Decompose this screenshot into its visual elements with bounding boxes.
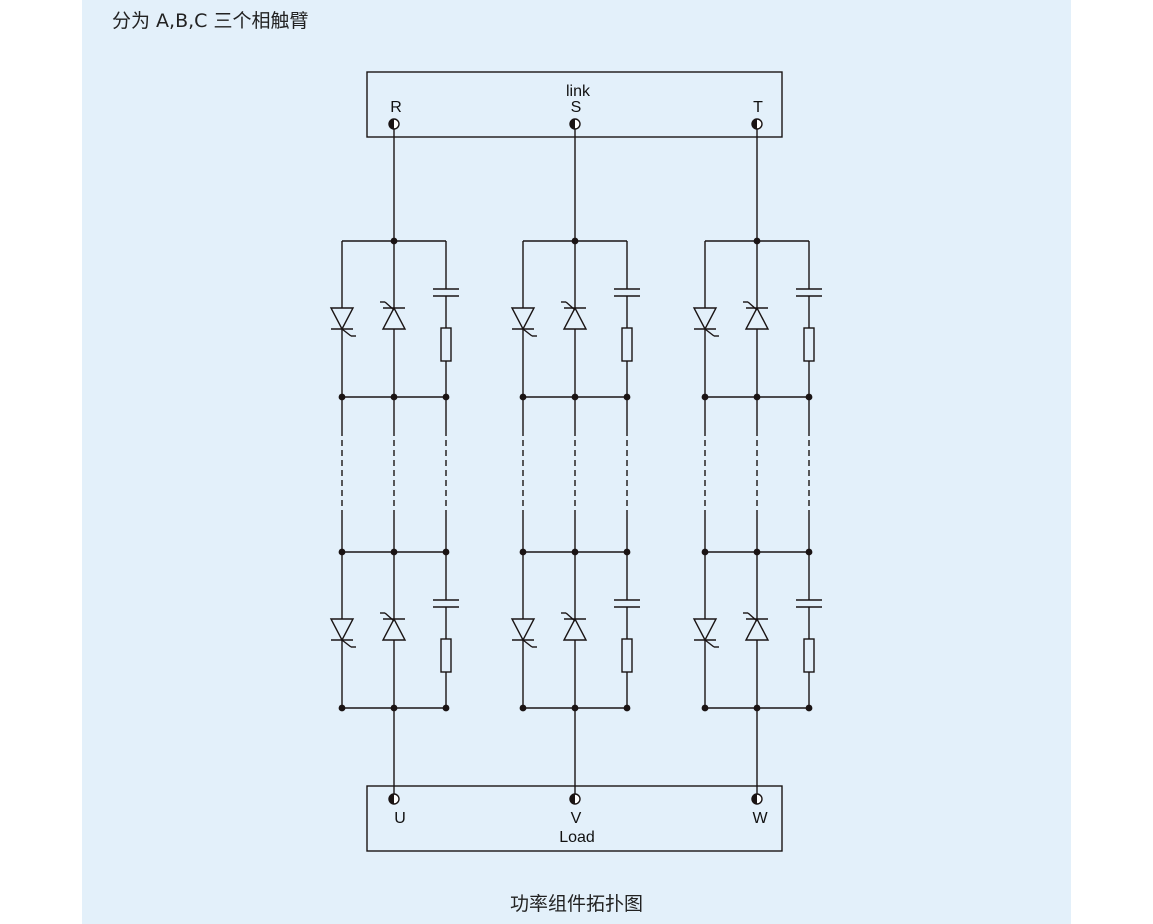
terminal-fill — [570, 119, 575, 129]
thyristor-gate — [384, 612, 395, 622]
diode-triangle — [692, 618, 718, 642]
thyristor-gate — [747, 301, 758, 311]
thyristor-gate — [565, 612, 576, 622]
capacitor-icon — [614, 288, 640, 297]
terminal-label-t: T — [753, 99, 763, 116]
diode-tail — [522, 328, 533, 337]
phase-arm-b — [510, 118, 640, 805]
diode-icon — [510, 307, 537, 337]
junction-dot — [338, 704, 346, 712]
resistor-icon — [803, 638, 815, 673]
thyristor-triangle — [744, 306, 770, 330]
capacitor-icon — [433, 599, 459, 608]
thyristor-icon — [561, 612, 588, 641]
thyristor-gate — [747, 612, 758, 622]
terminal-fill — [752, 119, 757, 129]
diode-triangle — [329, 307, 355, 331]
thyristor-triangle — [744, 617, 770, 641]
diode-tail — [341, 328, 352, 337]
diode-tail — [522, 639, 533, 648]
diagram-panel — [82, 0, 1071, 924]
diode-icon — [329, 307, 356, 337]
terminal-label-u: U — [394, 810, 406, 827]
diode-tail — [704, 328, 715, 337]
thyristor-triangle — [562, 617, 588, 641]
junction-dot — [701, 704, 709, 712]
terminal-fill — [389, 119, 394, 129]
phase-arm-c — [692, 118, 822, 805]
terminal-icon — [388, 793, 400, 805]
thyristor-icon — [743, 301, 770, 330]
thyristor-gate — [565, 301, 576, 311]
terminal-label-v: V — [571, 810, 582, 827]
terminal-icon — [751, 118, 763, 130]
capacitor-icon — [796, 288, 822, 297]
terminal-fill — [752, 794, 757, 804]
terminal-label-s: S — [571, 99, 582, 116]
junction-dot — [805, 704, 813, 712]
thyristor-triangle — [562, 306, 588, 330]
diode-triangle — [510, 618, 536, 642]
diode-tail — [704, 639, 715, 648]
resistor-icon — [621, 327, 633, 362]
diode-triangle — [692, 307, 718, 331]
thyristor-gate — [384, 301, 395, 311]
terminal-fill — [570, 794, 575, 804]
phase-arm-a — [329, 118, 459, 805]
terminal-fill — [389, 794, 394, 804]
resistor-icon — [440, 638, 452, 673]
thyristor-icon — [380, 301, 407, 330]
diode-triangle — [329, 618, 355, 642]
thyristor-triangle — [381, 306, 407, 330]
terminal-icon — [569, 793, 581, 805]
resistor-icon — [803, 327, 815, 362]
capacitor-icon — [614, 599, 640, 608]
thyristor-triangle — [381, 617, 407, 641]
resistor-icon — [440, 327, 452, 362]
diode-icon — [510, 618, 537, 648]
junction-dot — [519, 704, 527, 712]
load-label: Load — [559, 829, 595, 846]
junction-dot — [571, 237, 579, 245]
junction-dot — [442, 704, 450, 712]
junction-dot — [390, 237, 398, 245]
thyristor-icon — [380, 612, 407, 641]
figure-caption: 功率组件拓扑图 — [509, 893, 643, 915]
thyristor-icon — [743, 612, 770, 641]
link-label: link — [566, 83, 591, 100]
thyristor-icon — [561, 301, 588, 330]
diode-icon — [692, 618, 719, 648]
diode-icon — [329, 618, 356, 648]
capacitor-icon — [433, 288, 459, 297]
terminal-icon — [751, 793, 763, 805]
heading: 分为 A,B,C 三个相触臂 — [112, 10, 309, 32]
diode-tail — [341, 639, 352, 648]
terminal-icon — [388, 118, 400, 130]
terminal-label-w: W — [752, 810, 768, 827]
terminal-icon — [569, 118, 581, 130]
junction-dot — [753, 237, 761, 245]
terminal-label-r: R — [390, 99, 402, 116]
diode-icon — [692, 307, 719, 337]
junction-dot — [623, 704, 631, 712]
resistor-icon — [621, 638, 633, 673]
capacitor-icon — [796, 599, 822, 608]
diode-triangle — [510, 307, 536, 331]
